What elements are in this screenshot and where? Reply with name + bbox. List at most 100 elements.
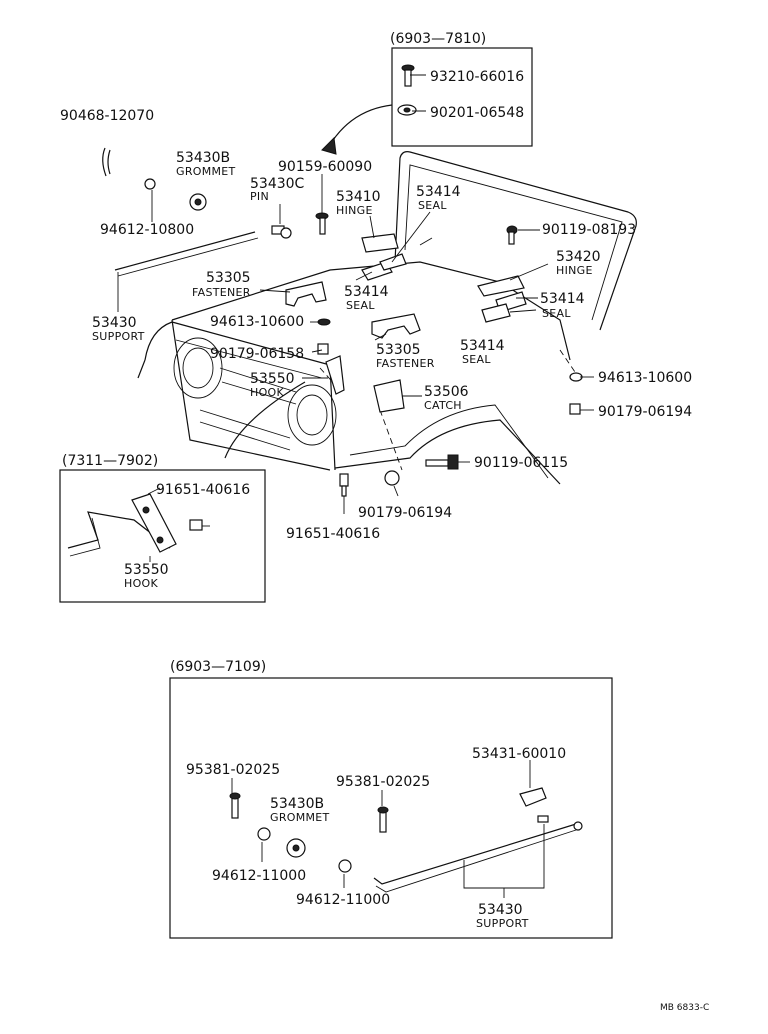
svg-text:95381-02025: 95381-02025 [336, 774, 430, 790]
hook-icon [325, 355, 345, 395]
svg-text:90179-06194: 90179-06194 [598, 404, 692, 420]
svg-text:90179-06158: 90179-06158 [210, 346, 304, 362]
svg-text:94613-10600: 94613-10600 [210, 314, 304, 330]
box-bottom-title: (6903—7109) [170, 659, 266, 675]
screw-icon [315, 212, 329, 235]
svg-text:91651-40616: 91651-40616 [156, 482, 250, 498]
svg-text:53550: 53550 [250, 371, 295, 387]
grommet-icon [189, 193, 207, 211]
svg-text:94612-11000: 94612-11000 [212, 868, 306, 884]
part-label-p28: 91651-40616 [156, 482, 250, 498]
seal-icon [481, 303, 511, 323]
part-label-p11: 53420 HINGE [556, 249, 601, 277]
svg-text:53550: 53550 [124, 562, 169, 578]
part-label-p25: 91651-40616 [286, 526, 380, 542]
svg-text:95381-02025: 95381-02025 [186, 762, 280, 778]
nut-icon [317, 343, 329, 355]
svg-text:53431-60010: 53431-60010 [472, 746, 566, 762]
svg-text:PIN: PIN [250, 190, 269, 203]
svg-text:53305: 53305 [206, 270, 251, 286]
part-label-p24: 90119-06115 [474, 455, 568, 471]
hinge-icon [477, 275, 525, 297]
screw-icon [506, 225, 518, 245]
fastener-icon [371, 313, 421, 339]
catch-icon [373, 379, 405, 413]
support-rod-drawing [229, 760, 583, 898]
part-label-p10: 94612-10800 [100, 222, 194, 238]
svg-text:SEAL: SEAL [462, 353, 491, 366]
svg-text:SEAL: SEAL [542, 307, 571, 320]
box-left-title: (7311—7902) [62, 453, 158, 469]
svg-text:90179-06194: 90179-06194 [358, 505, 452, 521]
part-label-p4: 53430B GROMMET [176, 150, 235, 178]
svg-text:HINGE: HINGE [336, 204, 373, 217]
svg-text:94613-10600: 94613-10600 [598, 370, 692, 386]
hinge-icon [361, 233, 399, 253]
arrow-head-icon [321, 136, 337, 155]
svg-text:53305: 53305 [376, 342, 421, 358]
svg-text:90119-08193: 90119-08193 [542, 222, 636, 238]
svg-text:90119-06115: 90119-06115 [474, 455, 568, 471]
reference-arrow [327, 104, 393, 149]
box-bottom-frame [169, 677, 613, 939]
svg-text:94612-10800: 94612-10800 [100, 222, 194, 238]
part-label-p34: 94612-11000 [296, 892, 390, 908]
footer-code: MB 6833-C [660, 1003, 709, 1013]
part-label-p13: 53414 SEAL [344, 284, 389, 312]
svg-text:HOOK: HOOK [124, 577, 158, 590]
svg-text:53414: 53414 [416, 184, 461, 200]
svg-text:HINGE: HINGE [556, 264, 593, 277]
part-label-p6: 53430C PIN [250, 176, 305, 203]
part-label-p12: 53305 FASTENER [192, 270, 251, 299]
part-label-p35: 53430 SUPPORT [476, 902, 529, 930]
svg-text:53410: 53410 [336, 189, 381, 205]
svg-text:91651-40616: 91651-40616 [286, 526, 380, 542]
svg-text:SEAL: SEAL [418, 199, 447, 212]
part-label-p3: 90468-12070 [60, 108, 154, 124]
part-label-p19: 90179-06158 [210, 346, 304, 362]
svg-text:SEAL: SEAL [346, 299, 375, 312]
svg-text:HOOK: HOOK [250, 386, 284, 399]
part-label-p16: 94613-10600 [210, 314, 304, 330]
svg-text:FASTENER: FASTENER [192, 286, 251, 299]
hook-assembly-drawing [67, 487, 210, 562]
part-label-p29: 53431-60010 [472, 746, 566, 762]
part-label-p17: 53305 FASTENER [376, 342, 435, 370]
part-label-p32: 53430B GROMMET [270, 796, 330, 824]
svg-text:53506: 53506 [424, 384, 469, 400]
part-label-p22: 53506 CATCH [424, 384, 469, 412]
svg-text:53430C: 53430C [250, 176, 305, 192]
nut-icon [144, 178, 156, 190]
nut-icon [569, 403, 581, 415]
bolt-icon [401, 64, 415, 87]
part-label-p21: 53550 HOOK [250, 371, 295, 399]
box-top-frame [391, 47, 533, 147]
part-label-p2: 90201-06548 [430, 105, 524, 121]
svg-text:53414: 53414 [344, 284, 389, 300]
svg-text:93210-66016: 93210-66016 [430, 69, 524, 85]
part-label-p27: 53550 HOOK [124, 562, 169, 590]
bolt-icon [425, 454, 459, 470]
part-label-p20: 94613-10600 [598, 370, 692, 386]
svg-text:CATCH: CATCH [424, 399, 462, 412]
svg-text:53414: 53414 [460, 338, 505, 354]
svg-text:FASTENER: FASTENER [376, 357, 435, 370]
part-label-p33: 94612-11000 [212, 868, 306, 884]
bolt-icon [339, 473, 349, 497]
part-label-p8: 53414 SEAL [416, 184, 461, 212]
part-label-p7: 53410 HINGE [336, 189, 381, 217]
svg-text:53430: 53430 [92, 315, 137, 331]
svg-text:SUPPORT: SUPPORT [476, 917, 529, 930]
box-left-frame [59, 469, 266, 603]
fastener-icon [285, 281, 327, 307]
vehicle-body-drawing [114, 151, 637, 485]
clip-icon [102, 147, 111, 177]
svg-text:GROMMET: GROMMET [270, 811, 330, 824]
part-label-p23: 90179-06194 [598, 404, 692, 420]
svg-text:53430B: 53430B [270, 796, 324, 812]
part-label-p1: 93210-66016 [430, 69, 524, 85]
svg-text:94612-11000: 94612-11000 [296, 892, 390, 908]
svg-text:90468-12070: 90468-12070 [60, 108, 154, 124]
part-label-p9: 90119-08193 [542, 222, 636, 238]
